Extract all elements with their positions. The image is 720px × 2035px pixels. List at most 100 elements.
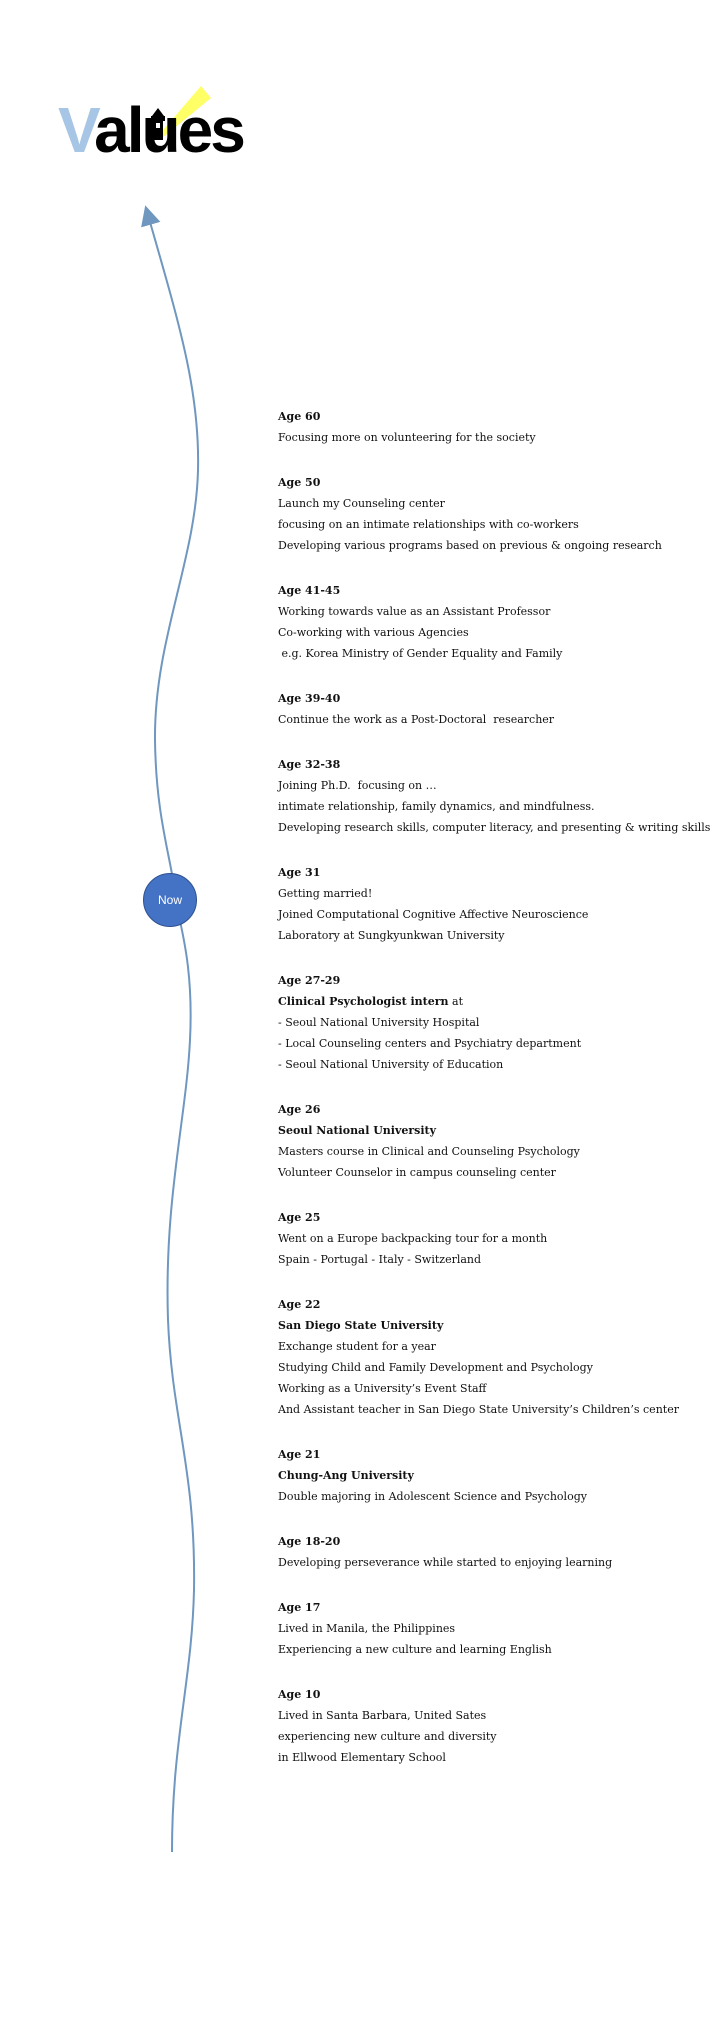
entry-line-text: intimate relationship, family dynamics, … bbox=[278, 800, 595, 813]
entry-line: And Assistant teacher in San Diego State… bbox=[278, 1399, 698, 1420]
entry-line-text: Studying Child and Family Development an… bbox=[278, 1361, 593, 1374]
entry-line: in Ellwood Elementary School bbox=[278, 1747, 698, 1768]
entry-line-text: Experiencing a new culture and learning … bbox=[278, 1643, 552, 1656]
entry-age: Age 18-20 bbox=[278, 1535, 341, 1548]
entry-line: intimate relationship, family dynamics, … bbox=[278, 796, 698, 817]
entry-line: Developing perseverance while started to… bbox=[278, 1552, 698, 1573]
entry-line-text: Continue the work as a Post-Doctoral res… bbox=[278, 713, 555, 726]
entry-line: Experiencing a new culture and learning … bbox=[278, 1639, 698, 1660]
entry-line-bold: San Diego State University bbox=[278, 1319, 444, 1332]
logo-first-letter: V bbox=[58, 94, 97, 166]
entry-age: Age 17 bbox=[278, 1601, 321, 1614]
timeline-entry: Age 50 Launch my Counseling center focusin… bbox=[278, 472, 698, 556]
entry-line: Working as a University’s Event Staff bbox=[278, 1378, 698, 1399]
entry-line-text: Volunteer Counselor in campus counseling… bbox=[278, 1166, 556, 1179]
now-marker: Now bbox=[143, 873, 197, 927]
entry-line-text: Double majoring in Adolescent Science an… bbox=[278, 1490, 587, 1503]
entry-line: - Seoul National University of Education bbox=[278, 1054, 698, 1075]
entry-line-text: experiencing new culture and diversity bbox=[278, 1730, 497, 1743]
entry-line-text: focusing on an intimate relationships wi… bbox=[278, 518, 579, 531]
entry-line: Focusing more on volunteering for the so… bbox=[278, 427, 698, 448]
entry-line: Developing research skills, computer lit… bbox=[278, 817, 710, 838]
entry-line-bold: Seoul National University bbox=[278, 1124, 436, 1137]
entry-line-text: Getting married! bbox=[278, 887, 373, 900]
timeline-entry: Age 60 Focusing more on volunteering for … bbox=[278, 406, 698, 448]
entry-line: Clinical Psychologist intern at bbox=[278, 991, 698, 1012]
entry-line: experiencing new culture and diversity bbox=[278, 1726, 698, 1747]
lighthouse-beam-icon bbox=[151, 86, 211, 140]
timeline-curve bbox=[141, 205, 200, 1853]
entry-line-text: And Assistant teacher in San Diego State… bbox=[278, 1403, 679, 1416]
entry-line-text: - Seoul National University of Education bbox=[278, 1058, 504, 1071]
entry-age: Age 50 bbox=[278, 476, 321, 489]
entry-age: Age 25 bbox=[278, 1211, 321, 1224]
entry-line-text: - Local Counseling centers and Psychiatr… bbox=[278, 1037, 582, 1050]
entry-line: Laboratory at Sungkyunkwan University bbox=[278, 925, 698, 946]
entry-line-text: - Seoul National University Hospital bbox=[278, 1016, 480, 1029]
timeline-entry: Age 10 Lived in Santa Barbara, United Sat… bbox=[278, 1684, 698, 1768]
entry-age: Age 10 bbox=[278, 1688, 321, 1701]
entry-line: Double majoring in Adolescent Science an… bbox=[278, 1486, 698, 1507]
entry-line-text: Co-working with various Agencies bbox=[278, 626, 469, 639]
entry-age: Age 27-29 bbox=[278, 974, 341, 987]
entry-age: Age 26 bbox=[278, 1103, 321, 1116]
lighthouse-icon bbox=[151, 108, 165, 140]
entry-line-text: Lived in Santa Barbara, United Sates bbox=[278, 1709, 487, 1722]
entry-line: - Seoul National University Hospital bbox=[278, 1012, 698, 1033]
entry-line-bold: Clinical Psychologist intern bbox=[278, 995, 449, 1008]
entry-line: Joining Ph.D. focusing on … bbox=[278, 775, 698, 796]
timeline-entry: Age 25 Went on a Europe backpacking tour … bbox=[278, 1207, 698, 1270]
now-label: Now bbox=[157, 893, 182, 907]
entry-line: Spain - Portugal - Italy - Switzerland bbox=[278, 1249, 698, 1270]
entry-line-text: Developing research skills, computer lit… bbox=[278, 821, 711, 834]
logo-word: Values bbox=[58, 98, 246, 162]
entry-line-text: Launch my Counseling center bbox=[278, 497, 445, 510]
entry-line: Developing various programs based on pre… bbox=[278, 535, 698, 556]
entry-line-text: Focusing more on volunteering for the so… bbox=[278, 431, 536, 444]
entry-line: Getting married! bbox=[278, 883, 698, 904]
entry-line: Working towards value as an Assistant Pr… bbox=[278, 601, 698, 622]
entry-line-text: Developing perseverance while started to… bbox=[278, 1556, 613, 1569]
entry-line: Studying Child and Family Development an… bbox=[278, 1357, 698, 1378]
entry-line-text: Developing various programs based on pre… bbox=[278, 539, 662, 552]
entry-line: Went on a Europe backpacking tour for a … bbox=[278, 1228, 698, 1249]
entry-line-bold: Chung-Ang University bbox=[278, 1469, 414, 1482]
entry-line-text: Working as a University’s Event Staff bbox=[278, 1382, 487, 1395]
entry-line-text: Joining Ph.D. focusing on … bbox=[278, 779, 437, 792]
entry-line: focusing on an intimate relationships wi… bbox=[278, 514, 698, 535]
entry-age: Age 21 bbox=[278, 1448, 321, 1461]
entry-line-text: Masters course in Clinical and Counselin… bbox=[278, 1145, 580, 1158]
entry-line: Launch my Counseling center bbox=[278, 493, 698, 514]
entry-line-text: Went on a Europe backpacking tour for a … bbox=[278, 1232, 548, 1245]
entry-age: Age 31 bbox=[278, 866, 321, 879]
entry-line: Volunteer Counselor in campus counseling… bbox=[278, 1162, 698, 1183]
entry-age: Age 60 bbox=[278, 410, 321, 423]
entry-line-text: Spain - Portugal - Italy - Switzerland bbox=[278, 1253, 482, 1266]
life-timeline-entries: Age 60 Focusing more on volunteering for … bbox=[278, 406, 710, 1768]
entry-line: Chung-Ang University bbox=[278, 1465, 698, 1486]
entry-line-text: Laboratory at Sungkyunkwan University bbox=[278, 929, 505, 942]
entry-age: Age 39-40 bbox=[278, 692, 341, 705]
entry-line: - Local Counseling centers and Psychiatr… bbox=[278, 1033, 698, 1054]
entry-line: San Diego State University bbox=[278, 1315, 698, 1336]
entry-age: Age 41-45 bbox=[278, 584, 341, 597]
entry-line: Lived in Manila, the Philippines bbox=[278, 1618, 698, 1639]
entry-line: Continue the work as a Post-Doctoral res… bbox=[278, 709, 698, 730]
entry-age: Age 22 bbox=[278, 1298, 321, 1311]
entry-line: Seoul National University bbox=[278, 1120, 698, 1141]
entry-line: e.g. Korea Ministry of Gender Equality a… bbox=[278, 643, 698, 664]
entry-line: Joined Computational Cognitive Affective… bbox=[278, 904, 698, 925]
entry-line-text: Lived in Manila, the Philippines bbox=[278, 1622, 456, 1635]
entry-line-text: e.g. Korea Ministry of Gender Equality a… bbox=[278, 647, 563, 660]
entry-line-text: Exchange student for a year bbox=[278, 1340, 436, 1353]
entry-line: Exchange student for a year bbox=[278, 1336, 698, 1357]
